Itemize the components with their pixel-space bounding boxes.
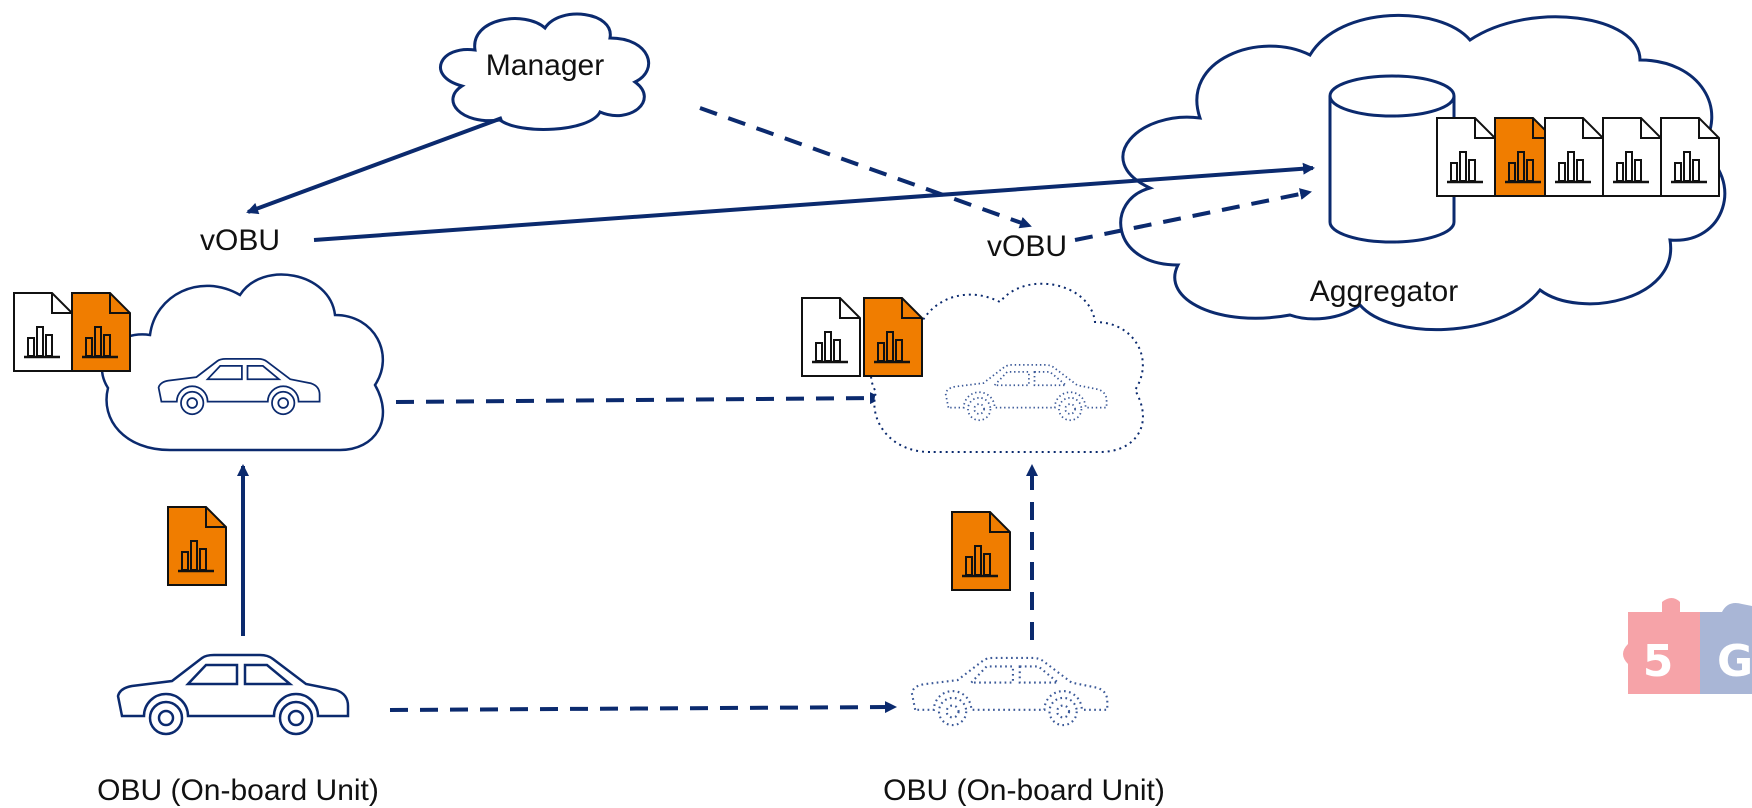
manager-cloud: Manager: [439, 12, 651, 131]
connections: [237, 106, 1315, 714]
vobu-right-to-aggregator-arrow: [1074, 188, 1312, 242]
report-document-icon-orange: [862, 296, 924, 378]
5g-logo-text: 5: [1643, 636, 1674, 687]
vobu-left-to-aggregator-arrow: [313, 162, 1315, 242]
vobu-left-label: vOBU: [200, 224, 280, 257]
report-document-icon: [1435, 116, 1497, 198]
car-icon: [116, 653, 350, 736]
obu-right: OBU (On-board Unit): [883, 656, 1165, 807]
report-document-icon: [12, 291, 74, 373]
vobu-right-label: vOBU: [987, 230, 1067, 263]
report-document-icon-orange: [950, 510, 1012, 592]
manager-label: Manager: [486, 49, 604, 82]
database-cylinder-icon: [1328, 74, 1456, 244]
report-document-icon-orange: [166, 505, 228, 587]
cloud-icon: [100, 273, 385, 452]
cloud-left-to-cloud-right-arrow: [395, 392, 882, 405]
report-document-icon: [1601, 116, 1663, 198]
5g-logo-text: G: [1717, 636, 1752, 687]
car-icon: [910, 656, 1109, 727]
obu-left: OBU (On-board Unit): [97, 653, 379, 807]
report-document-icon: [1659, 116, 1721, 198]
aggregator-cloud: Aggregator: [1119, 13, 1727, 332]
obu-left-label: OBU (On-board Unit): [97, 774, 379, 807]
report-document-icon: [800, 296, 862, 378]
aggregator-label: Aggregator: [1310, 275, 1458, 308]
manager-to-vobu-left-arrow: [246, 116, 503, 215]
report-document-icon-orange: [70, 291, 132, 373]
vehicle-cloud-right: [800, 282, 1144, 453]
report-document-icon: [1543, 116, 1605, 198]
cloud-icon: [439, 12, 651, 131]
5g-logo: 5 G: [1623, 598, 1752, 694]
vehicle-cloud-left: [12, 273, 385, 452]
obu-right-label: OBU (On-board Unit): [883, 774, 1165, 807]
car-left-to-car-right-arrow: [389, 701, 897, 714]
